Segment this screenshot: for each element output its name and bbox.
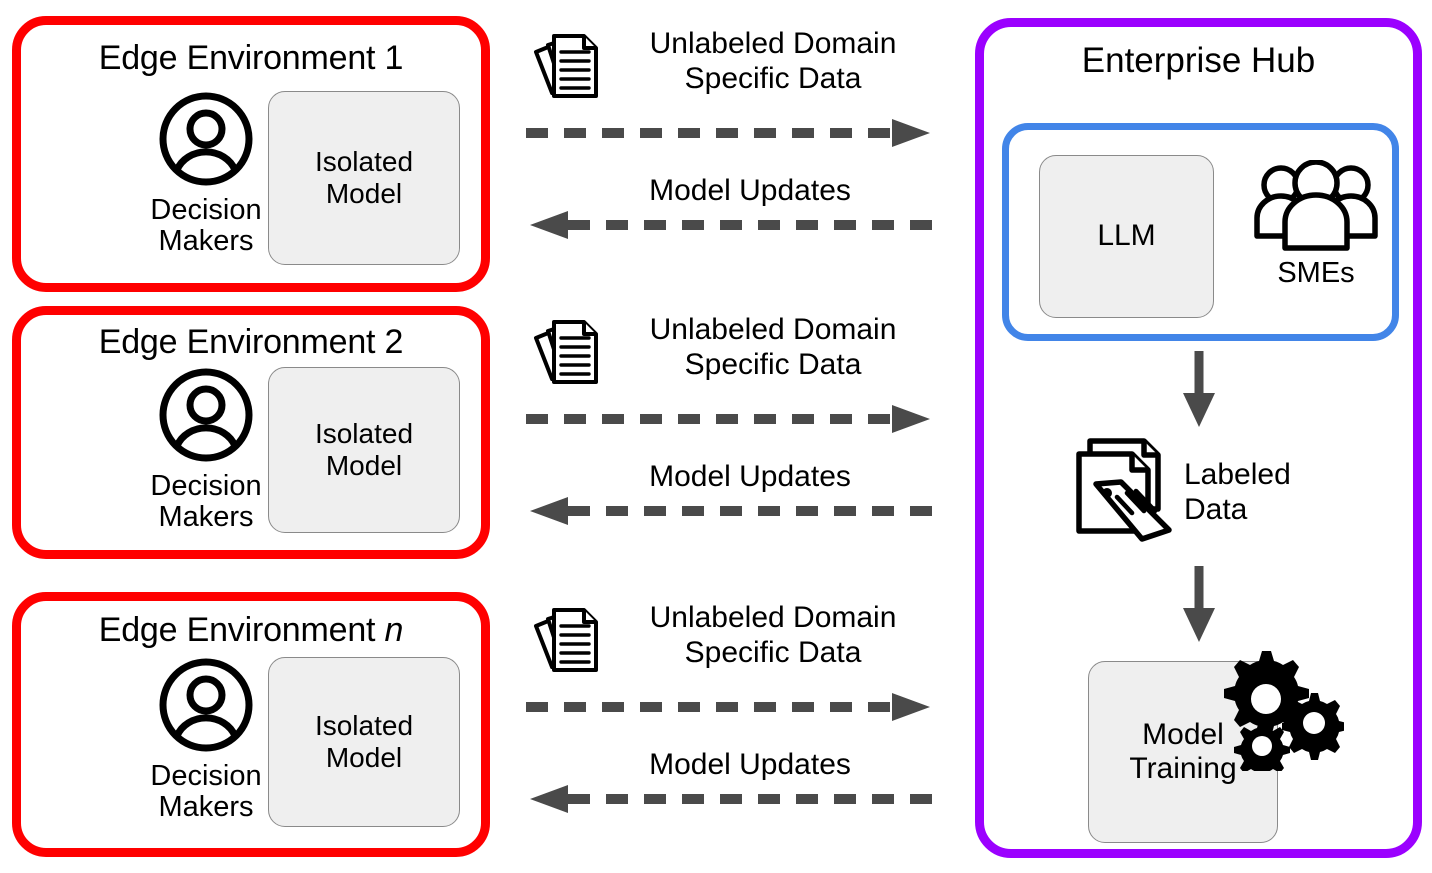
channel-1-inbound-arrow (520, 208, 940, 242)
channel-1-inbound-label: Model Updates (649, 174, 851, 207)
three-people-icon (1253, 159, 1379, 256)
user-avatar-icon (131, 89, 281, 194)
channel-3-inbound-arrow (520, 782, 940, 816)
channel-3-spacer (520, 724, 940, 748)
channel-2-outbound-arrow (520, 402, 940, 436)
llm-card: LLM (1039, 155, 1214, 318)
documents-stack-icon (528, 604, 602, 689)
documents-stack-icon (528, 30, 602, 115)
edge-environment-1-title: Edge Environment 1 (98, 39, 404, 77)
edge-environment-n-index: n (384, 611, 404, 649)
documents-tag-icon (1072, 435, 1178, 550)
channel-2-inbound-label: Model Updates (649, 460, 851, 493)
edge-environment-2-index: 2 (384, 323, 404, 361)
hub-arrow-to-training (1177, 564, 1221, 649)
channel-3-inbound-label: Model Updates (649, 748, 851, 781)
channel-2-inbound-arrow (520, 494, 940, 528)
enterprise-hub-title: Enterprise Hub (1081, 41, 1316, 80)
channel-1-spacer (520, 150, 940, 174)
hub-arrow-to-labeled-data (1177, 349, 1221, 434)
channel-2-spacer (520, 436, 940, 460)
user-avatar-icon (131, 655, 281, 760)
edge-environment-2-title: Edge Environment 2 (98, 323, 404, 361)
llm-label: LLM (1097, 219, 1156, 253)
documents-stack-icon (528, 316, 602, 401)
edge-environment-n-title: Edge Environment n (98, 611, 404, 649)
gears-icon (1216, 645, 1347, 779)
channel-1-outbound-arrow (520, 116, 940, 150)
user-avatar-icon (131, 365, 281, 470)
smes-block: SMEs (1241, 159, 1391, 290)
hub-inner-panel: LLM SMEs (1002, 123, 1399, 341)
channel-3-outbound-arrow (520, 690, 940, 724)
enterprise-hub-box: Enterprise Hub LLM (975, 18, 1422, 858)
smes-label: SMEs (1277, 257, 1355, 289)
edge-environment-1-index: 1 (384, 39, 404, 77)
